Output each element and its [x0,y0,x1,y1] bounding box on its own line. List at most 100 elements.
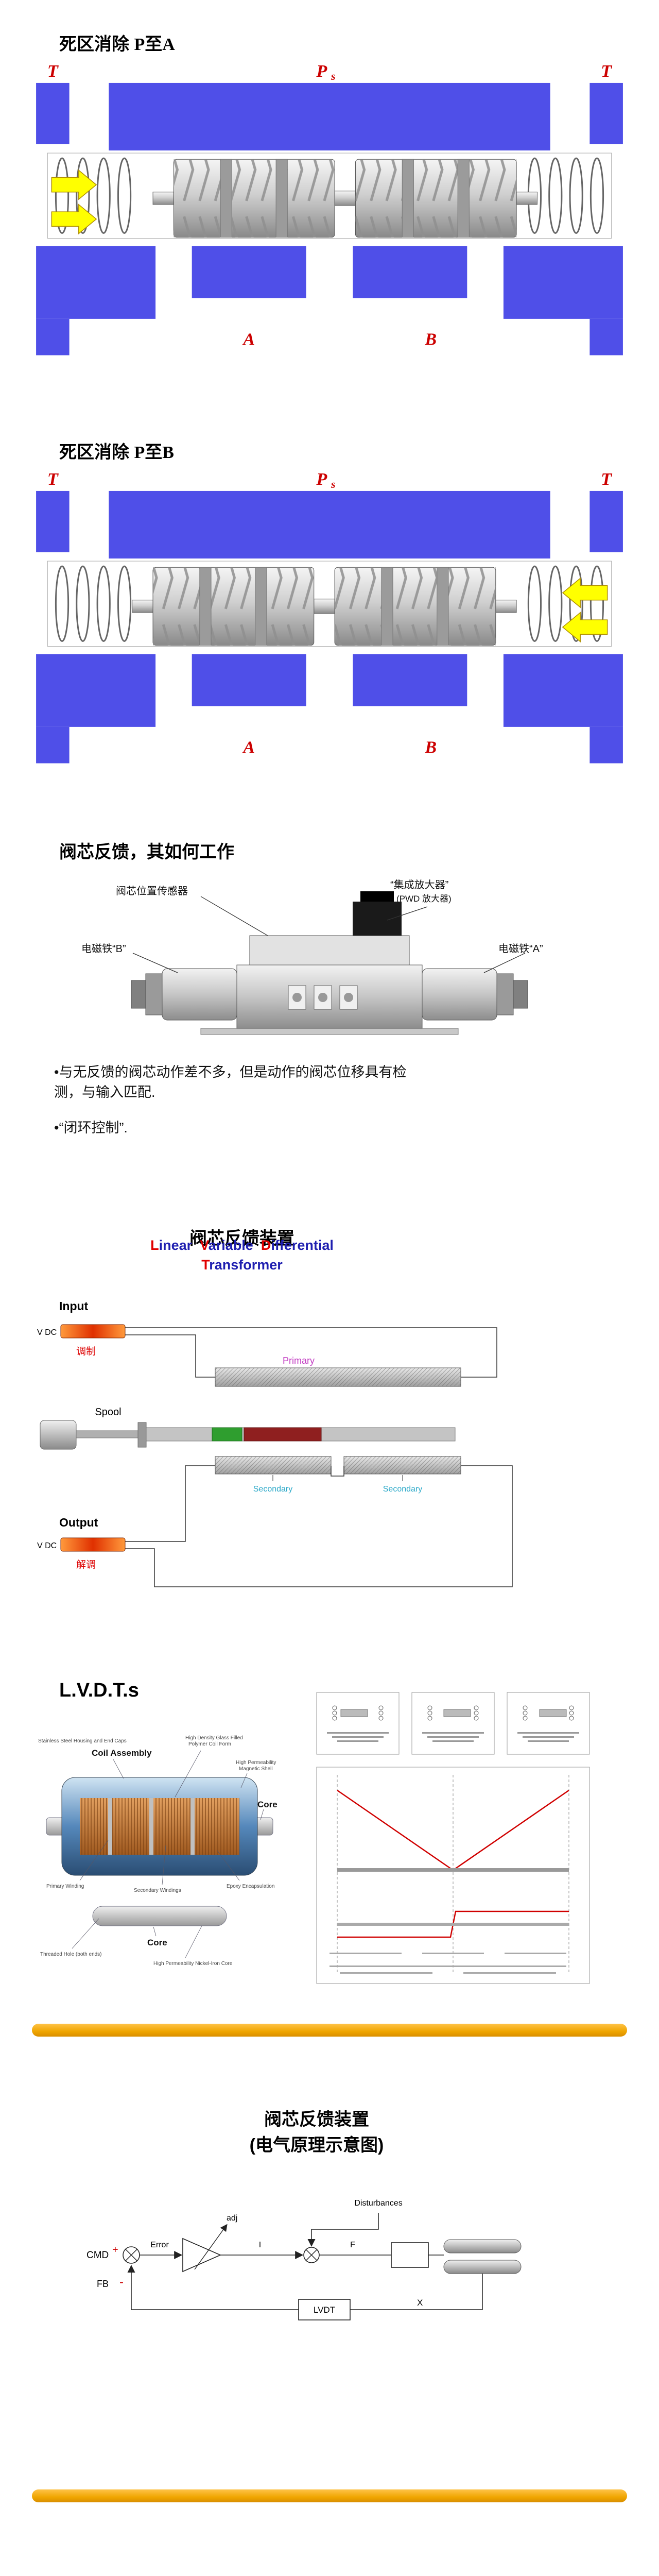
zero-axis-band [337,1868,569,1872]
label-fb: FB [97,2279,109,2289]
cutaway-small-label-4: Magnetic Shell [239,1766,273,1772]
label-vdc-top: V DC [37,1328,57,1337]
label-solenoid-b: 电磁铁“B” [81,943,126,955]
secondary-coil-right-hatch [344,1456,461,1474]
port-label-t-left: T [47,61,59,81]
secondary-leader-lines [272,1475,403,1481]
slide3-title: 阀芯反馈，其如何工作 [59,842,234,862]
subtitle-d-initial: D [261,1238,271,1253]
valve-cross-section-p-to-b: T P s T A B [36,469,623,764]
mounting-plate [200,1028,459,1035]
position-feedback-line-left [127,2265,299,2310]
position-feedback-line-right [350,2274,483,2310]
cutaway-small-label-3: High Permeability [236,1760,276,1766]
label-pwd-amplifier: (PWD 放大器) [396,894,452,904]
leader-lines [132,896,526,973]
port-label-t-right: T [601,469,613,489]
label-solenoid-a: 电磁铁“A” [498,943,543,955]
fine-print-rows [330,1953,566,1974]
port-label-ps: P [316,61,327,81]
summing-junction-2-x [306,2249,317,2261]
spool-windows [288,985,358,1010]
section-divider-bar [32,2489,627,2502]
adjust-arrow [194,2224,228,2270]
graph-guides [337,1775,569,1973]
right-spring [527,565,604,642]
subtitle-l-initial: L [150,1238,159,1253]
slide1-title: 死区消除 P至A [59,30,175,55]
port-label-ps-sub: s [331,70,336,82]
panel-schematics [327,1705,579,1742]
port-label-a: A [242,737,255,757]
slide2-title-p: P [134,443,145,463]
port-label-ps: P [316,469,327,489]
subtitle-v-rest: ariable [208,1238,253,1253]
port-label-ps-sub: s [331,478,336,490]
label-force-f: F [350,2241,355,2249]
label-vdc-bottom: V DC [37,1541,57,1550]
winding-divider [108,1798,112,1855]
solenoid-b-body [162,968,237,1021]
label-integrated-amplifier: “集成放大器” [390,879,448,891]
pilot-flow-arrows [562,577,608,643]
label-spool-position-sensor: 阀芯位置传感器 [116,885,188,897]
valve-spool [132,567,517,646]
slide1-title-p: P [134,35,145,55]
solenoid-a-body [422,968,497,1021]
label-current-i: I [259,2241,261,2249]
label-modulate: 调制 [76,1346,96,1357]
label-secondary-left: Secondary [253,1485,293,1494]
label-core-separate: Core [147,1938,167,1947]
secondary-coil-left-hatch [215,1456,331,1474]
primary-wiring [125,1327,497,1378]
spool-core-assembly [40,1420,456,1450]
winding-divider [190,1798,195,1855]
right-spring [527,157,604,234]
cutaway-small-label-8: Threaded Hole (both ends) [40,1952,102,1957]
subtitle-t-initial: T [201,1257,210,1273]
slide6-title-line1: 阀芯反馈装置 [264,2110,369,2130]
label-minus: - [119,2275,124,2289]
spool-bore [47,561,612,647]
valve-cross-section-p-to-a: T P s T A B [36,61,623,355]
valve-spool [152,159,537,238]
slide2-title-prefix: 死区消除 [59,443,134,463]
slide4-title: 阀芯反馈装置 [189,1229,294,1249]
subtitle-t-rest: ransformer [209,1257,283,1273]
demodulator-box [60,1537,126,1552]
slide3-bullets: •与无反馈的阀芯动作差不多，但是动作的阀芯位移具有检测，与输入匹配. •“闭环控… [54,1062,409,1154]
bullet-1-text: 与无反馈的阀芯动作差不多，但是动作的阀芯位移具有检测，与输入匹配. [54,1064,407,1100]
label-adj: adj [227,2214,237,2223]
secondary-wiring [125,1465,513,1587]
label-secondary-right: Secondary [383,1485,423,1494]
port-label-a: A [242,329,255,349]
left-spring [55,157,132,234]
slide2-title-mid: 至 [145,443,163,463]
bullet-1: •与无反馈的阀芯动作差不多，但是动作的阀芯位移具有检测，与输入匹配. [54,1062,409,1103]
label-output: Output [59,1516,98,1529]
modulator-box [60,1324,126,1338]
bullet-2-text: “闭环控制”. [59,1120,128,1136]
slide1-title-mid: 至 [145,35,163,55]
slide5-title: L.V.D.T.s [59,1679,139,1701]
control-loop-block-diagram: CMD + FB - Error adj I Disturbances F [86,2199,522,2320]
label-plus: + [112,2244,118,2256]
subtitle-l-rest: inear [159,1238,193,1253]
slide1-title-prefix: 死区消除 [59,35,134,55]
label-input: Input [59,1299,89,1313]
label-spool: Spool [95,1406,121,1418]
proportional-valve-illustration: 阀芯位置传感器 “集成放大器” (PWD 放大器) 电磁铁“B” 电磁铁“A” [81,879,543,1035]
winding-divider [149,1798,153,1855]
slide1-title-port: A [162,35,175,55]
solenoid-a-nut [513,980,528,1009]
lvdt-cutaway-illustration: Coil Assembly Core Core Stainless Steel … [38,1735,278,1967]
solenoid-b-nut [131,980,146,1009]
subtitle-v-initial: V [200,1238,209,1253]
primary-coil-hatch [215,1368,461,1386]
label-lvdt: LVDT [314,2305,335,2315]
slide4-subtitle-line2: Transformer [0,1257,484,1273]
port-label-b: B [424,329,437,349]
lvdt-block [298,2299,351,2320]
solenoid-b-cap [145,973,163,1015]
